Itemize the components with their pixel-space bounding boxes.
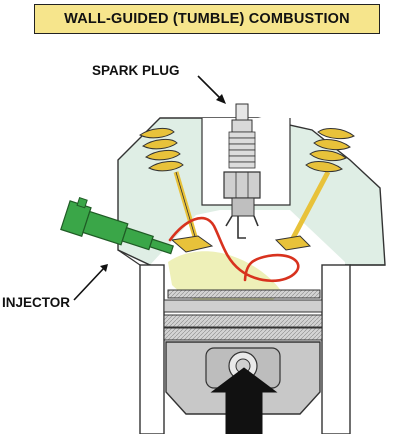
tumble-path	[168, 216, 300, 283]
exhaust-valve	[274, 128, 355, 251]
spark-plug	[223, 103, 261, 239]
diagram-title: WALL-GUIDED (TUMBLE) COMBUSTION	[64, 11, 350, 27]
injector-leader-head	[100, 264, 108, 272]
spark-plug-leader	[197, 75, 223, 101]
block-outline-left	[117, 249, 141, 266]
fuel-injector	[60, 197, 174, 255]
cylinder-wall-left	[139, 264, 165, 434]
title-box: WALL-GUIDED (TUMBLE) COMBUSTION	[34, 4, 380, 34]
up-arrow-icon	[210, 367, 278, 434]
cylinder-wall-right	[321, 264, 351, 434]
intake-valve	[139, 127, 214, 253]
injector-label: INJECTOR	[2, 295, 71, 310]
spark-plug-leader-head	[216, 94, 226, 104]
spark-plug-label: SPARK PLUG	[92, 63, 180, 78]
injector-leader	[73, 267, 105, 301]
